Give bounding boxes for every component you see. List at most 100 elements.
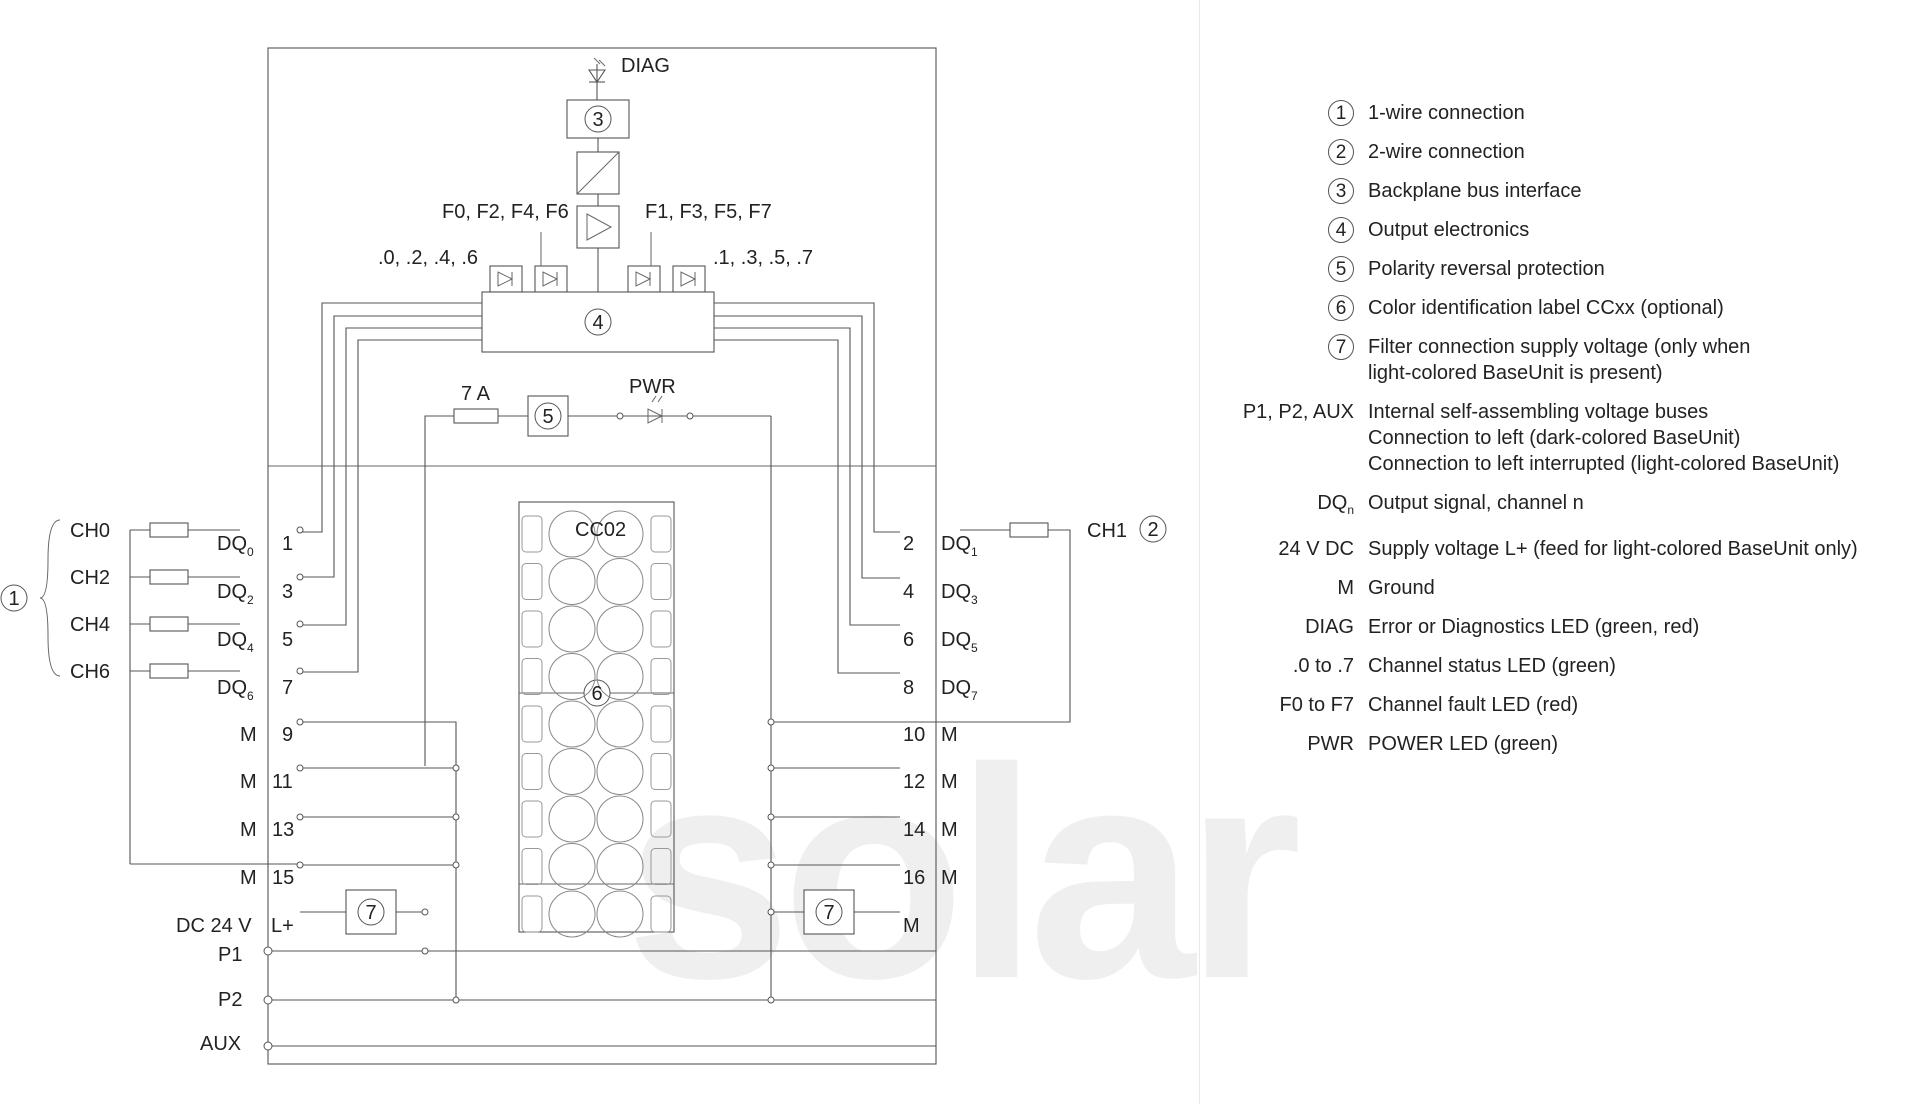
right-load — [1009, 522, 1049, 538]
dc24v-label: DC 24 V — [176, 915, 252, 937]
m-right-label: M — [903, 915, 920, 937]
cc-label-tab — [650, 563, 672, 600]
cc-label-cell — [596, 558, 644, 605]
cc-label-tab — [650, 705, 672, 743]
marker-7-right-label: 7 — [823, 902, 834, 924]
legend-row: M Ground — [1220, 575, 1910, 601]
cc-label-cell — [548, 748, 596, 795]
status-led-odd-label: .1, .3, .5, .7 — [713, 247, 813, 269]
cc-label-cell — [548, 843, 596, 890]
legend-marker: 5 — [1328, 256, 1354, 282]
dq-right-label: DQ3 — [941, 581, 978, 607]
dq-left-label: DQ2 — [217, 581, 254, 607]
pin-number: 8 — [903, 677, 914, 699]
dq-left-label: DQ6 — [217, 677, 254, 703]
cc-label-tab — [521, 610, 543, 648]
m-right-label: M — [941, 819, 958, 841]
legend-row: DQn Output signal, channel n — [1220, 490, 1910, 523]
legend-row: P1, P2, AUX Internal self-assembling vol… — [1220, 399, 1910, 477]
marker-7-right — [815, 898, 843, 926]
pin-number: 3 — [282, 581, 293, 603]
dq-right-label: DQ7 — [941, 677, 978, 703]
marker-5 — [534, 402, 562, 430]
wiring-diagram: DIAG 3 F0, F2, F4, F6 F1, F3, F5, F7 .0,… — [0, 47, 1167, 1065]
channel-label-ch1: CH1 — [1087, 520, 1127, 542]
legend-key: F0 to F7 — [1279, 694, 1354, 716]
legend-marker: 7 — [1328, 334, 1354, 360]
cc-label-cell — [548, 653, 596, 700]
cc-label-cell — [548, 795, 596, 843]
legend-description: Output signal, channel n — [1368, 492, 1584, 514]
channel-label-ch2: CH2 — [70, 567, 110, 589]
legend-description: Output electronics — [1368, 219, 1530, 241]
legend-marker: 1 — [1328, 100, 1354, 126]
legend-description-line2: Connection to left (dark-colored BaseUni… — [1368, 427, 1741, 449]
cc-label-tab — [521, 658, 543, 695]
cc-label-cell — [596, 890, 644, 938]
legend-row: PWR POWER LED (green) — [1220, 731, 1910, 757]
cc-label-tab — [521, 800, 543, 838]
pin-number: 13 — [272, 819, 294, 841]
pin-number: 16 — [903, 867, 925, 889]
dq-right-label: DQ1 — [941, 533, 978, 559]
m-left-label: M — [240, 724, 257, 746]
legend-description: Polarity reversal protection — [1368, 258, 1605, 280]
marker-2 — [1139, 515, 1167, 543]
lplus-label: L+ — [271, 915, 294, 937]
channel-label-ch0: CH0 — [70, 520, 110, 542]
pwr-led-icon — [647, 408, 664, 424]
legend-description-line3: Connection to left interrupted (light-co… — [1368, 453, 1840, 475]
legend-marker: 3 — [1328, 178, 1354, 204]
cc-label-cell — [548, 510, 596, 558]
m-left-label: M — [240, 819, 257, 841]
legend-description: Ground — [1368, 577, 1435, 599]
legend-description: Filter connection supply voltage (only w… — [1368, 336, 1751, 358]
pin-number: 12 — [903, 771, 925, 793]
legend-row: 6 Color identification label CCxx (optio… — [1220, 295, 1910, 321]
cc-label-tab — [521, 705, 543, 743]
m-left-label: M — [240, 867, 257, 889]
legend-row: 4 Output electronics — [1220, 217, 1910, 243]
left-loads — [130, 522, 240, 679]
legend-key: PWR — [1307, 733, 1354, 755]
fault-led-even-label: F0, F2, F4, F6 — [442, 201, 569, 223]
fuse-7a — [453, 408, 499, 424]
pin-number: 2 — [903, 533, 914, 555]
legend-key: DIAG — [1305, 616, 1354, 638]
cc-label-tab — [521, 848, 543, 885]
legend-row: .0 to .7 Channel status LED (green) — [1220, 653, 1910, 679]
cc-label-tab — [650, 610, 672, 648]
dq-left-label: DQ4 — [217, 629, 254, 655]
cc-label-cell — [596, 795, 644, 843]
marker-4-label: 4 — [592, 312, 603, 334]
legend-description: 2-wire connection — [1368, 141, 1525, 163]
marker-7-left — [357, 898, 385, 926]
legend-description: POWER LED (green) — [1368, 733, 1559, 755]
legend-row: 1 1-wire connection — [1220, 100, 1910, 126]
dq-left-label: DQ0 — [217, 533, 254, 559]
pin-number: 14 — [903, 819, 925, 841]
legend-description: Channel status LED (green) — [1368, 655, 1616, 677]
legend-description: Channel fault LED (red) — [1368, 694, 1579, 716]
cc-label-cell — [596, 605, 644, 653]
legend-description: Color identification label CCxx (optiona… — [1368, 297, 1724, 319]
page-divider — [1199, 0, 1200, 1104]
module-outline — [267, 47, 937, 1065]
fault-led-odd-label: F1, F3, F5, F7 — [645, 201, 772, 223]
marker-2-label: 2 — [1147, 519, 1158, 541]
legend-key: DQn — [1317, 492, 1354, 517]
legend-key: P1, P2, AUX — [1242, 401, 1354, 423]
led-group-right — [627, 265, 706, 293]
led-group-left — [489, 265, 568, 293]
pin-number: 15 — [272, 867, 294, 889]
legend-description: Supply voltage L+ (feed for light-colore… — [1368, 538, 1858, 560]
channel-label-ch6: CH6 — [70, 661, 110, 683]
cc-label-tab — [650, 753, 672, 790]
pwr-label: PWR — [629, 376, 676, 398]
legend-marker: 2 — [1328, 139, 1354, 165]
m-left-label: M — [240, 771, 257, 793]
legend-key: M — [1337, 577, 1354, 599]
marker-5-label: 5 — [542, 406, 553, 428]
legend-description: Backplane bus interface — [1368, 180, 1582, 202]
legend-row: 24 V DC Supply voltage L+ (feed for ligh… — [1220, 536, 1910, 562]
